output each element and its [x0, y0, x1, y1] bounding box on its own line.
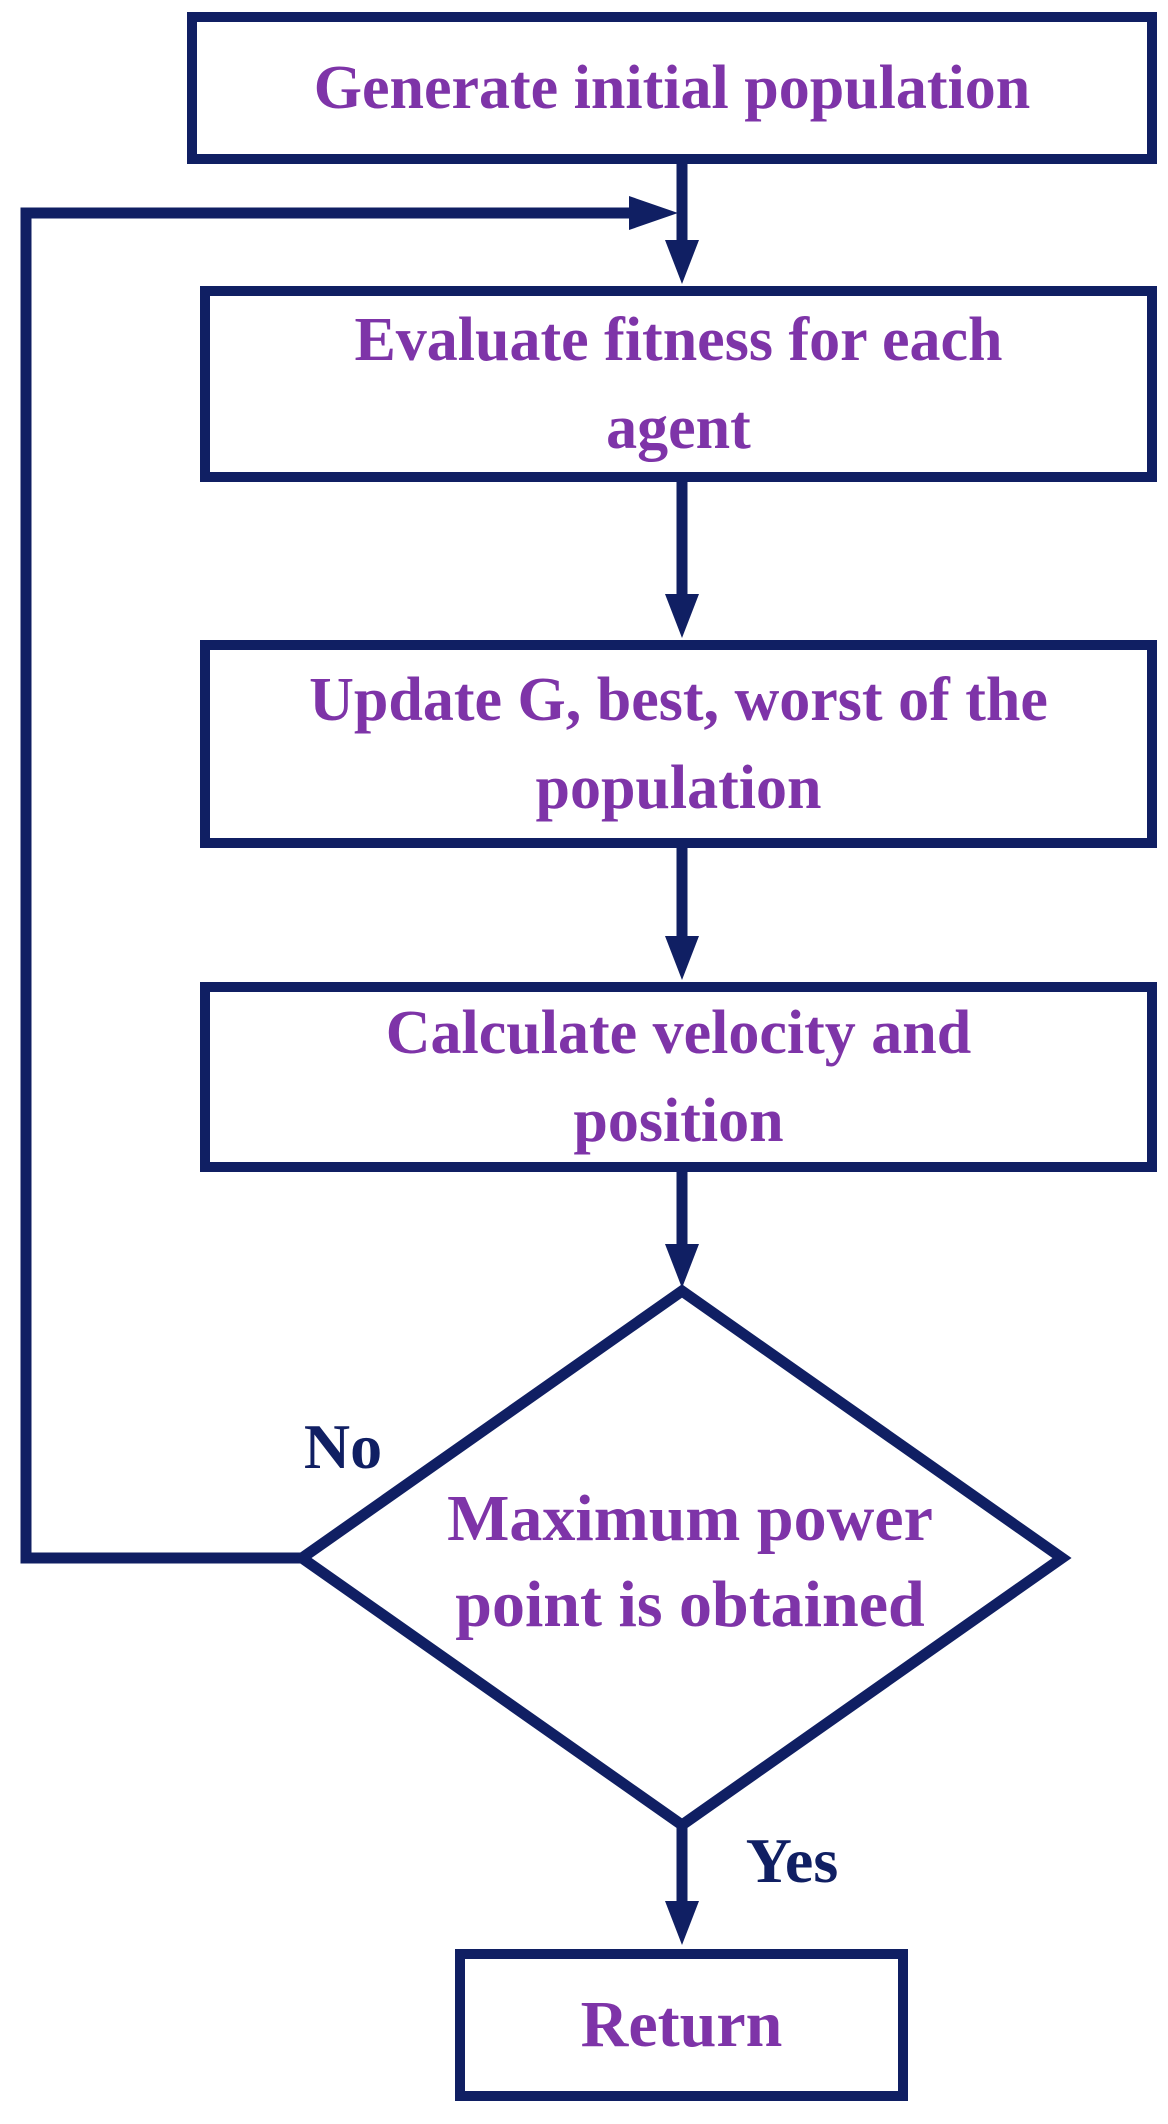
node-calculate-label: Calculate velocity and position: [385, 998, 972, 1155]
node-calculate-velocity-position: Calculate velocity and position: [200, 982, 1157, 1172]
node-generate-label: Generate initial population: [313, 53, 1031, 122]
arrowhead-into-decision-icon: [665, 1244, 699, 1288]
node-return-label: Return: [580, 1988, 783, 2062]
node-return: Return: [455, 1949, 908, 2101]
arrowhead-into-update-icon: [665, 594, 699, 638]
node-update-population: Update G, best, worst of the population: [200, 640, 1157, 848]
connector-feedback-loop: [20, 207, 630, 1564]
arrowhead-into-calculate-icon: [665, 936, 699, 980]
node-evaluate-label: Evaluate fitness for each agent: [354, 305, 1003, 462]
arrowhead-into-return-icon: [665, 1901, 699, 1945]
node-update-label: Update G, best, worst of the population: [309, 665, 1048, 822]
no-branch-label: No: [303, 1411, 383, 1482]
arrowhead-feedback-icon: [629, 196, 678, 230]
arrowhead-into-evaluate-icon: [665, 240, 699, 284]
decision-diamond-label: Maximum power point is obtained: [447, 1482, 933, 1641]
node-evaluate-fitness: Evaluate fitness for each agent: [200, 286, 1157, 482]
node-generate-initial-population: Generate initial population: [187, 12, 1157, 164]
yes-branch-label: Yes: [745, 1825, 839, 1896]
